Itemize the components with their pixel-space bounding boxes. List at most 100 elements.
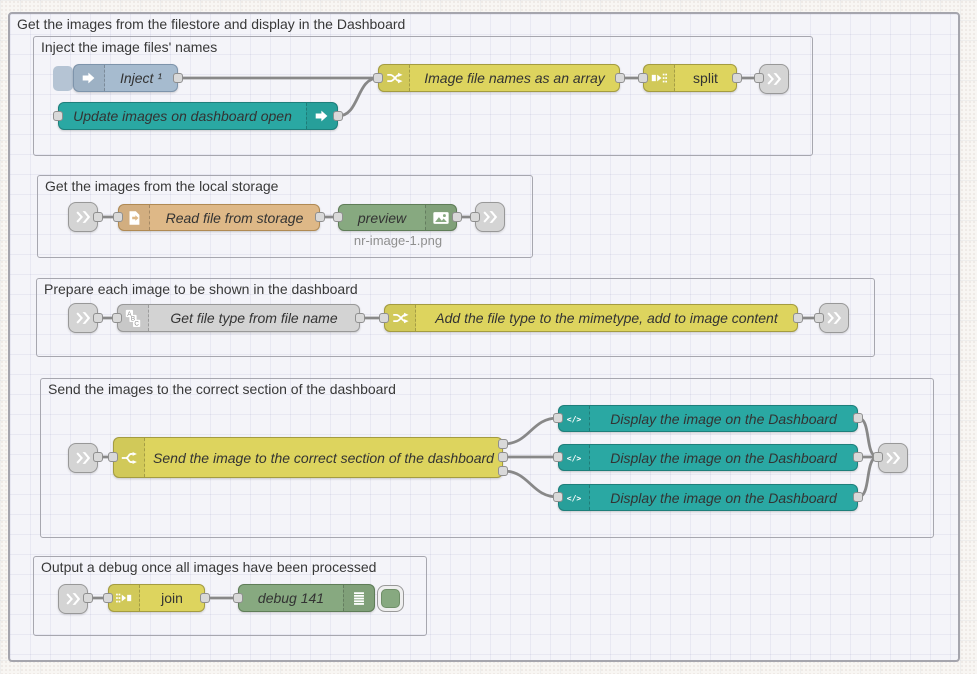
node-label: Display the image on the Dashboard <box>610 489 837 506</box>
port[interactable] <box>793 313 803 323</box>
port[interactable] <box>853 413 863 423</box>
change-node-filenames[interactable]: Image file names as an array <box>378 64 620 92</box>
svg-text:B: B <box>131 316 135 323</box>
string-node-filetype[interactable]: A B C Get file type from file name <box>117 304 360 332</box>
node-label: Display the image on the Dashboard <box>610 449 837 466</box>
svg-text:C: C <box>134 321 139 327</box>
group-prepare[interactable]: Prepare each image to be shown in the da… <box>36 278 875 357</box>
port[interactable] <box>379 313 389 323</box>
link-out-icon <box>767 73 782 85</box>
node-label: Send the image to the correct section of… <box>153 449 494 466</box>
ui-control-node[interactable]: Update images on dashboard open <box>58 102 338 130</box>
code-icon: </> <box>559 485 590 510</box>
svg-text:</>: </> <box>567 414 582 424</box>
group-storage[interactable]: Get the images from the local storage <box>37 175 533 258</box>
port[interactable] <box>553 492 563 502</box>
node-label: debug 141 <box>257 590 325 606</box>
file-in-node[interactable]: Read file from storage <box>118 204 320 231</box>
link-in-icon <box>76 211 91 223</box>
port[interactable] <box>93 452 103 462</box>
port[interactable] <box>93 313 103 323</box>
debug-toggle-button[interactable] <box>377 585 404 612</box>
svg-text:</>: </> <box>567 453 582 463</box>
port[interactable] <box>315 212 325 222</box>
debug-node[interactable]: debug 141 <box>238 584 375 612</box>
port[interactable] <box>498 452 508 462</box>
arrow-right-icon <box>306 103 337 129</box>
group-outer-title: Get the images from the filestore and di… <box>17 16 406 32</box>
port[interactable] <box>638 73 648 83</box>
fork-icon <box>114 438 145 477</box>
node-label: split <box>693 70 718 86</box>
port[interactable] <box>200 593 210 603</box>
port[interactable] <box>452 212 462 222</box>
port[interactable] <box>373 73 383 83</box>
port[interactable] <box>498 466 508 476</box>
port[interactable] <box>470 212 480 222</box>
switch-node-dashboard[interactable]: Send the image to the correct section of… <box>113 437 503 478</box>
port[interactable] <box>108 452 118 462</box>
code-icon: </> <box>559 406 590 431</box>
port[interactable] <box>553 452 563 462</box>
link-out-node-1[interactable] <box>759 64 789 94</box>
port[interactable] <box>754 73 764 83</box>
port[interactable] <box>93 212 103 222</box>
port[interactable] <box>873 452 883 462</box>
change-node-mimetype[interactable]: Add the file type to the mimetype, add t… <box>384 304 798 332</box>
port[interactable] <box>83 593 93 603</box>
node-label: join <box>161 590 183 606</box>
node-label: preview <box>357 209 407 226</box>
template-node-2[interactable]: </> Display the image on the Dashboard <box>558 444 858 471</box>
group-inject[interactable]: Inject the image files' names <box>33 36 813 156</box>
port[interactable] <box>814 313 824 323</box>
group-debug[interactable]: Output a debug once all images have been… <box>33 556 427 636</box>
link-out-icon <box>827 312 842 324</box>
inject-button[interactable] <box>53 66 73 91</box>
group-debug-title: Output a debug once all images have been… <box>41 559 377 575</box>
node-label: Add the file type to the mimetype, add t… <box>435 310 778 326</box>
file-icon <box>119 205 150 230</box>
port[interactable] <box>103 593 113 603</box>
node-label: Image file names as an array <box>424 70 605 86</box>
link-out-icon <box>483 211 498 223</box>
port[interactable] <box>233 593 243 603</box>
wire[interactable] <box>856 455 880 499</box>
link-out-node-3[interactable] <box>819 303 849 333</box>
port[interactable] <box>333 212 343 222</box>
port[interactable] <box>112 313 122 323</box>
group-prepare-title: Prepare each image to be shown in the da… <box>44 281 358 297</box>
abc-icon: A B C <box>118 305 149 331</box>
node-status-text: nr-image-1.png <box>353 233 443 248</box>
join-node[interactable]: join <box>108 584 205 612</box>
split-node[interactable]: split <box>643 64 737 92</box>
image-preview-node[interactable]: preview <box>338 204 457 231</box>
split-icon <box>644 65 675 91</box>
port[interactable] <box>853 492 863 502</box>
port[interactable] <box>553 413 563 423</box>
port[interactable] <box>615 73 625 83</box>
port[interactable] <box>853 452 863 462</box>
inject-node[interactable]: Inject ¹ <box>73 64 178 92</box>
shuffle-icon <box>379 65 410 91</box>
join-icon <box>109 585 140 611</box>
port[interactable] <box>732 73 742 83</box>
template-node-3[interactable]: </> Display the image on the Dashboard <box>558 484 858 511</box>
port[interactable] <box>498 439 508 449</box>
port[interactable] <box>53 111 63 121</box>
wire[interactable] <box>501 416 560 446</box>
template-node-1[interactable]: </> Display the image on the Dashboard <box>558 405 858 432</box>
group-send[interactable]: Send the images to the correct section o… <box>40 378 934 538</box>
link-out-icon <box>886 452 901 464</box>
node-label: Get file type from file name <box>170 310 338 326</box>
port[interactable] <box>173 73 183 83</box>
wire[interactable] <box>501 469 560 499</box>
node-label: Display the image on the Dashboard <box>610 410 837 427</box>
port[interactable] <box>355 313 365 323</box>
shuffle-icon <box>385 305 416 331</box>
svg-text:</>: </> <box>567 493 582 503</box>
code-icon: </> <box>559 445 590 470</box>
port[interactable] <box>113 212 123 222</box>
port[interactable] <box>333 111 343 121</box>
wire[interactable] <box>336 76 380 118</box>
